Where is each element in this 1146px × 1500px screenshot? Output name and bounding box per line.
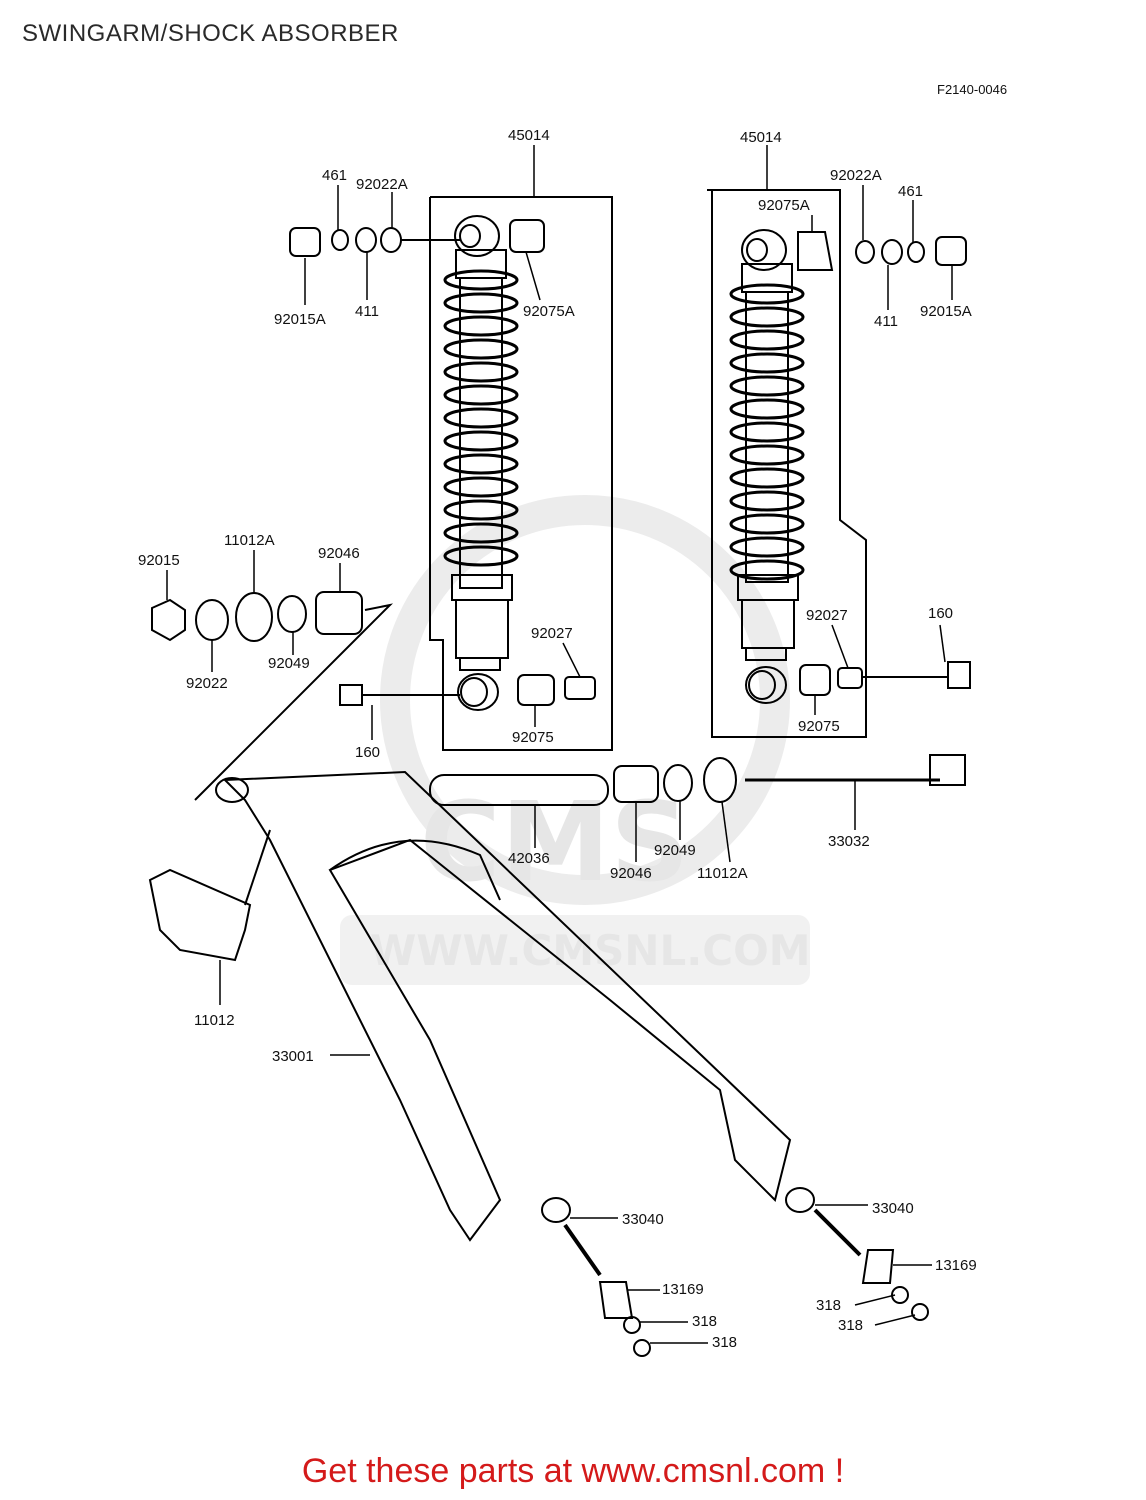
leader-lines [166,145,953,1344]
label-92046-left: 92046 [318,545,360,562]
watermark-url: WWW.CMSNL.COM [370,926,811,975]
label-461-left: 461 [322,167,347,184]
label-45014-right: 45014 [740,129,782,146]
footer-link[interactable]: Get these parts at www.cmsnl.com ! [301,1452,845,1490]
bushing-92075-right [799,664,831,696]
label-318-c: 318 [816,1297,841,1314]
label-92075-right: 92075 [798,718,840,735]
label-13169-left: 13169 [662,1281,704,1298]
nut-92015 [151,598,186,642]
page-title: SWINGARM/SHOCK ABSORBER [22,20,399,47]
sleeve-42036 [429,774,609,806]
nut-318-b [633,1339,651,1357]
washer-461-left [331,229,349,251]
label-92015a-left: 92015A [274,311,326,328]
shock-absorber-right [729,229,805,704]
nut-411-left [355,227,377,253]
adjuster-33040-right [785,1187,815,1213]
cap-nut-92015a-right [935,236,967,266]
label-11012: 11012 [194,1012,235,1029]
adjuster-33040-left [541,1197,571,1223]
label-92022a-right: 92022A [830,167,882,184]
label-92075a-right: 92075A [758,197,810,214]
label-160-left: 160 [355,744,380,761]
label-33040-left: 33040 [622,1211,664,1228]
label-160-right: 160 [928,605,953,622]
axle-33032 [929,754,966,786]
label-92046-right: 92046 [610,865,652,882]
line-art [148,189,971,1357]
washer-92022a-right [855,240,875,264]
watermark: CMS WWW.CMSNL.COM [340,495,811,985]
nut-318-d [911,1303,929,1321]
label-11012a-left: 11012A [224,532,275,549]
nut-318-a [623,1316,641,1334]
bolt-160-right [947,661,971,689]
label-92022a-left: 92022A [356,176,408,193]
label-92075-left: 92075 [512,729,554,746]
label-411-left: 411 [355,303,379,320]
collar-11012a-right [703,757,737,803]
seal-92049-right [663,764,693,802]
label-92027-left: 92027 [531,625,573,642]
label-92015: 92015 [138,552,180,569]
label-318-a: 318 [692,1313,717,1330]
bushing-92075-left [517,674,555,706]
shock-absorber-left [443,215,519,711]
label-461-right: 461 [898,183,923,200]
part-labels: F2140-0046 45014 45014 461 92022A 92015A… [138,82,1007,1351]
cap-nut-92015a-left [289,227,321,257]
washer-92022 [195,599,229,641]
label-92015a-right: 92015A [920,303,972,320]
label-45014-left: 45014 [508,127,550,144]
label-411-right: 411 [874,313,898,330]
collar-92027-left [564,676,596,700]
shock-left-frame [429,196,613,751]
block-13169-left [598,1281,634,1319]
label-33032: 33032 [828,833,870,850]
label-33001: 33001 [272,1048,314,1065]
label-92049-right: 92049 [654,842,696,859]
label-13169-right: 13169 [935,1257,977,1274]
label-318-b: 318 [712,1334,737,1351]
watermark-brand: CMS [420,778,689,906]
collar-92027-right [837,667,863,689]
label-92027-right: 92027 [806,607,848,624]
label-33040-right: 33040 [872,1200,914,1217]
bushing-92075a-left [509,219,545,253]
label-318-d: 318 [838,1317,863,1334]
bushing-92075a-right [797,231,834,271]
label-11012a-right: 11012A [697,865,748,882]
bolt-160-left [339,684,363,706]
seal-92049-left [277,595,307,633]
label-92075a-left: 92075A [523,303,575,320]
shock-right-frame [707,189,867,738]
label-42036: 42036 [508,850,550,867]
label-92049-left: 92049 [268,655,310,672]
block-13169-right [861,1249,895,1284]
washer-461-right [907,241,925,263]
bearing-92046-left [315,591,363,635]
washer-92022a-left [380,227,402,253]
chain-guard-11012 [148,868,252,962]
collar-11012a-left [235,592,273,642]
figure-code: F2140-0046 [937,82,1007,97]
nut-411-right [881,239,903,265]
label-92022: 92022 [186,675,228,692]
